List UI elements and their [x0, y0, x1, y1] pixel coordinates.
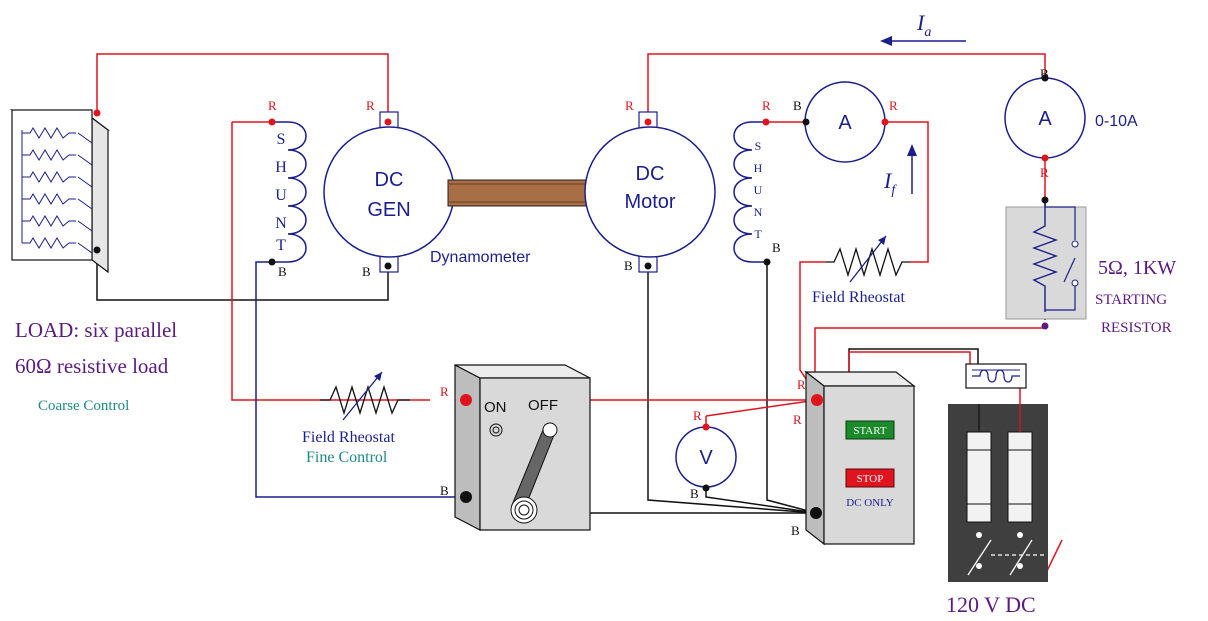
ia-arrow — [880, 36, 966, 46]
load-resistor — [22, 215, 76, 227]
load-switch — [77, 242, 93, 254]
gen-shunt-letter: T — [276, 237, 286, 254]
terminal-label-r: R — [268, 98, 277, 113]
gen-shunt-letter: S — [277, 131, 286, 148]
terminal-label-b: B — [772, 240, 781, 255]
voltmeter-symbol: V — [699, 447, 713, 469]
terminal-label-b: B — [690, 486, 699, 501]
load-resistor — [22, 127, 76, 139]
terminal-label-r: R — [762, 98, 771, 113]
terminal-label-r: R — [889, 98, 898, 113]
gen-shunt-letter: U — [275, 187, 287, 204]
motor-label-line1: DC — [636, 163, 665, 185]
terminal-label-b: B — [1040, 66, 1049, 81]
motor-shunt-letter: H — [754, 161, 763, 175]
load-label-line1: LOAD: six parallel — [15, 318, 177, 342]
motor-label-line2: Motor — [624, 191, 675, 213]
if-label: If — [883, 168, 897, 198]
stop-button[interactable]: STOP — [845, 468, 895, 488]
motor-shunt-letter: T — [754, 227, 762, 241]
switch-on-label: ON — [484, 399, 507, 416]
starter-box — [804, 370, 916, 546]
load-resistor — [22, 237, 76, 249]
terminal-label-r: R — [793, 412, 802, 427]
starting-resistor-rating: 5Ω, 1KW — [1098, 257, 1176, 279]
load-switch — [77, 176, 93, 188]
dc-supply-panel — [948, 404, 1048, 582]
knife-switch — [454, 364, 591, 531]
terminal-label-b: B — [791, 523, 800, 538]
generator-field-rheostat — [320, 371, 410, 421]
fine-control-label: Fine Control — [306, 449, 388, 466]
start-button[interactable]: START — [845, 420, 895, 440]
terminal-dots — [93, 74, 1049, 519]
motor-field-rheostat — [826, 235, 910, 283]
ia-label: Ia — [916, 10, 931, 40]
supply-label: 120 V DC — [946, 592, 1036, 617]
terminal-label-r: R — [797, 377, 806, 392]
motor-field-rheostat-label: Field Rheostat — [812, 289, 905, 306]
terminal-label-r: R — [366, 98, 375, 113]
load-label-line2: 60Ω resistive load — [15, 354, 169, 378]
terminal-label-r: R — [625, 98, 634, 113]
switch-off-label: OFF — [528, 397, 558, 414]
starting-resistor — [1005, 200, 1087, 320]
terminal-label-b: B — [793, 98, 802, 113]
dc-generator — [323, 111, 455, 273]
terminal-label-r: R — [693, 408, 702, 423]
load-resistor — [22, 193, 76, 205]
fuse-block — [965, 363, 1027, 389]
motor-shunt-letter: U — [754, 183, 763, 197]
start-button-label: START — [853, 425, 887, 437]
load-resistor — [22, 149, 76, 161]
field-ammeter-symbol: A — [838, 112, 852, 134]
generator-shunt-coil — [272, 121, 307, 263]
terminal-label-b: B — [278, 264, 287, 279]
terminal-label-r: R — [1040, 165, 1049, 180]
motor-shunt-letter: N — [754, 205, 763, 219]
gen-shunt-letter: N — [275, 215, 287, 232]
terminal-label-b: B — [440, 483, 449, 498]
load-resistor — [22, 171, 76, 183]
terminal-label-b: B — [624, 258, 633, 273]
ammeter-range-label: 0-10A — [1095, 113, 1138, 130]
motor-shunt-letter: S — [755, 139, 762, 153]
motor-shunt-coil — [733, 121, 766, 263]
dynamometer-label: Dynamometer — [430, 249, 531, 266]
load-switch — [77, 154, 93, 166]
red-wiring — [96, 53, 1063, 576]
armature-ammeter-symbol: A — [1038, 108, 1052, 130]
starting-resistor-label-line1: STARTING — [1095, 292, 1167, 308]
load-bank — [9, 109, 111, 274]
dc-motor — [584, 111, 716, 273]
blue-wiring — [255, 261, 466, 498]
load-switch — [77, 132, 93, 144]
generator-label-line2: GEN — [367, 199, 410, 221]
terminal-label-r: R — [440, 384, 449, 399]
coarse-control-label: Coarse Control — [38, 398, 129, 414]
generator-label-line1: DC — [375, 169, 404, 191]
terminal-label-b: B — [362, 264, 371, 279]
generator-field-rheostat-label: Field Rheostat — [302, 429, 395, 446]
ia-subscript: a — [924, 25, 931, 40]
if-subscript: f — [891, 183, 897, 198]
stop-button-label: STOP — [857, 473, 884, 485]
starting-resistor-label-line2: RESISTOR — [1101, 320, 1172, 336]
dc-only-label: DC ONLY — [846, 497, 894, 509]
load-switch — [77, 220, 93, 232]
gen-shunt-letter: H — [275, 159, 287, 176]
load-switch — [77, 198, 93, 210]
if-arrow — [907, 144, 917, 194]
